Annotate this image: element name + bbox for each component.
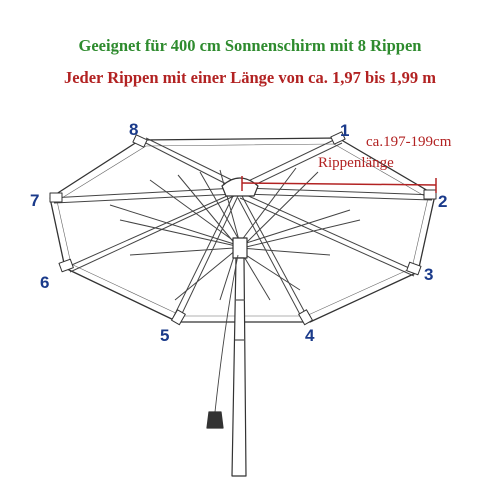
rib-number-8: 8 [129,120,138,139]
runner-hub [232,237,248,259]
caption-compatibility: Geeignet für 400 cm Sonnenschirm mit 8 R… [78,36,422,55]
caption-rib-length: Jeder Rippen mit einer Länge von ca. 1,9… [63,68,436,87]
dimension-length-label: ca.197-199cm [366,134,452,150]
rib-number-3: 3 [424,265,433,284]
pole [231,257,247,477]
rib-tips [49,131,437,326]
dimension-rib-label: Rippenlänge [318,155,394,171]
stretchers [109,167,361,301]
dimension-marker [241,176,437,193]
ribs [49,137,436,323]
pull-cord [214,254,239,413]
rib-number-4: 4 [305,326,315,345]
cord-handle [206,411,224,429]
rib-number-7: 7 [30,191,39,210]
rib-numbers: 1 2 3 4 5 6 7 8 [30,120,447,345]
rib-number-2: 2 [438,192,447,211]
rib-number-6: 6 [40,273,49,292]
rib-number-5: 5 [160,326,169,345]
rib-number-1: 1 [340,121,349,140]
